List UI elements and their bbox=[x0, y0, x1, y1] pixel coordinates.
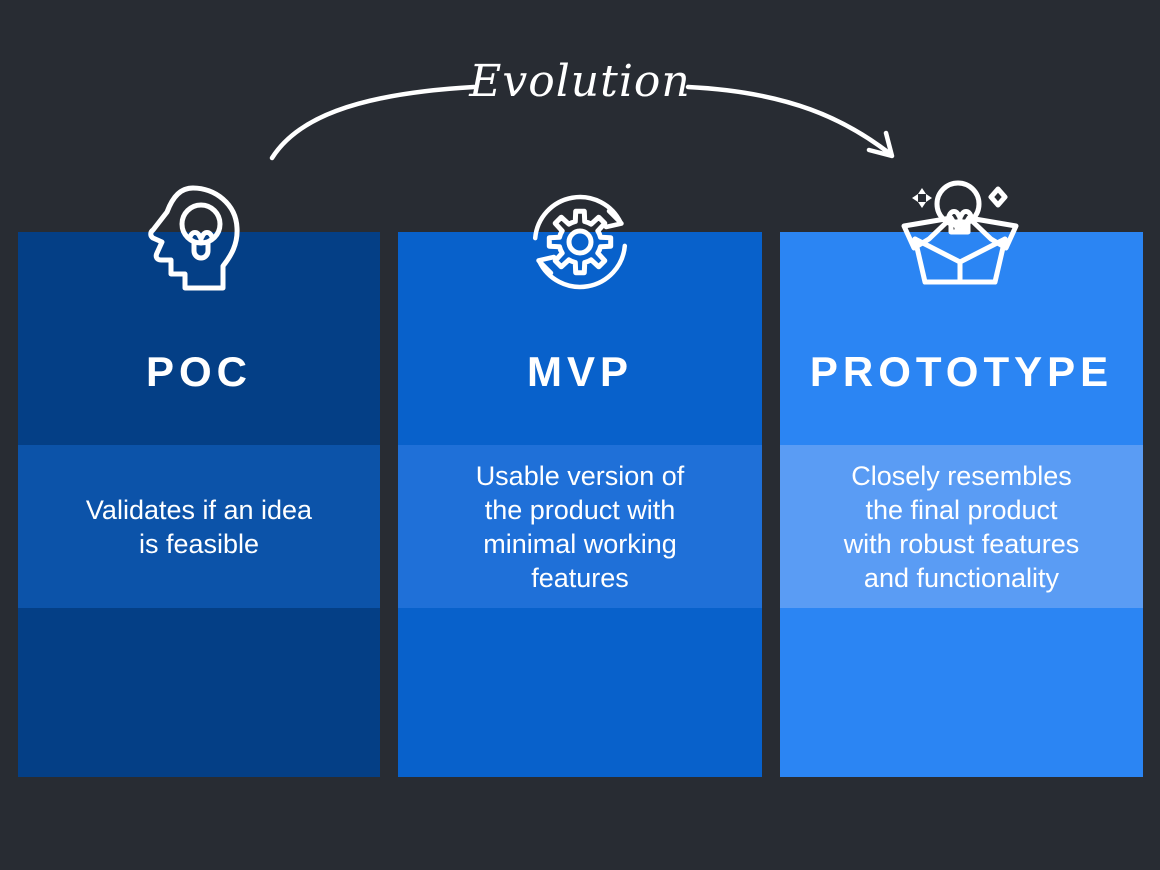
evolution-arrow-left-curve bbox=[269, 84, 477, 161]
poc-title-band: POC bbox=[18, 232, 380, 445]
evolution-arrowhead-icon bbox=[866, 130, 895, 159]
evolution-label: Evolution bbox=[469, 56, 691, 107]
prototype-description: Closely resembles the final product with… bbox=[843, 460, 1080, 593]
mvp-footer-band bbox=[398, 608, 762, 777]
card-mvp: MVP Usable version of the product with m… bbox=[398, 194, 762, 777]
card-poc: POC Validates if an idea is feasible bbox=[18, 185, 380, 777]
poc-title: POC bbox=[145, 348, 252, 395]
poc-description: Validates if an idea is feasible bbox=[85, 494, 313, 559]
mvp-title-band: MVP bbox=[398, 232, 762, 445]
gear-sync-icon bbox=[520, 180, 640, 300]
evolution-arrow-right-curve bbox=[685, 84, 892, 156]
box-lightbulb-icon bbox=[895, 174, 1025, 299]
mvp-description-band: Usable version of the product with minim… bbox=[398, 445, 762, 608]
mvp-title: MVP bbox=[526, 348, 633, 395]
prototype-description-band: Closely resembles the final product with… bbox=[780, 445, 1143, 608]
poc-description-band: Validates if an idea is feasible bbox=[18, 445, 380, 608]
evolution-arrow bbox=[269, 84, 895, 161]
prototype-footer-band bbox=[780, 608, 1143, 777]
head-lightbulb-icon bbox=[139, 180, 259, 300]
prototype-title: PROTOTYPE bbox=[809, 348, 1114, 395]
poc-footer-band bbox=[18, 608, 380, 777]
mvp-description: Usable version of the product with minim… bbox=[475, 460, 685, 593]
card-prototype: PROTOTYPE Closely resembles the final pr… bbox=[780, 180, 1143, 777]
